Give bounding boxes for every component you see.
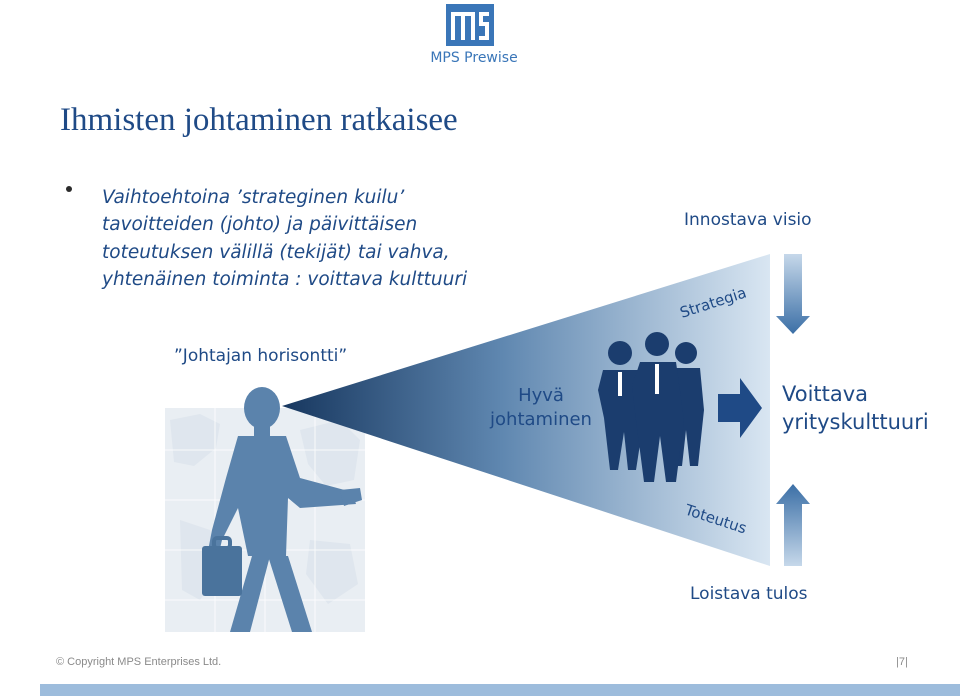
bullet-text: Vaihtoehtoina ’strateginen kuilu’ tavoit…	[102, 184, 502, 293]
winning-culture-line: yrityskulttuuri	[782, 410, 929, 434]
result-label: Loistava tulos	[690, 584, 808, 604]
up-arrow-icon	[776, 484, 810, 566]
logo-text: MPS Prewise	[430, 50, 518, 66]
bullet-line: Vaihtoehtoina ’strateginen kuilu’	[102, 187, 405, 208]
right-arrow-icon	[718, 378, 762, 438]
down-arrow-icon	[776, 254, 810, 334]
winning-culture-line: Voittava	[782, 382, 869, 406]
footer-bar	[40, 684, 960, 696]
bullet-line: toteutuksen välillä (tekijät) tai vahva,	[102, 241, 450, 263]
bullet-marker	[66, 186, 72, 192]
mps-logo-icon	[446, 4, 494, 46]
good-leadership-line: johtaminen	[490, 409, 592, 430]
good-leadership-line: Hyvä	[518, 385, 564, 406]
leader-horizon-label: ”Johtajan horisontti”	[174, 346, 348, 366]
copyright-text: © Copyright MPS Enterprises Ltd.	[56, 656, 222, 668]
winning-culture-label: Voittava yrityskulttuuri	[782, 380, 929, 436]
good-leadership-label: Hyvä johtaminen	[480, 384, 602, 432]
page-title: Ihmisten johtaminen ratkaisee	[60, 102, 458, 138]
team-silhouette-icon	[598, 332, 704, 482]
vision-label: Innostava visio	[684, 210, 812, 230]
vision-beam	[282, 254, 770, 566]
businessman-silhouette-icon	[202, 387, 362, 632]
page-number: |7|	[896, 656, 908, 668]
bullet-line: tavoitteiden (johto) ja päivittäisen	[102, 214, 418, 236]
bullet-line: yhtenäinen toiminta : voittava kulttuuri	[102, 268, 468, 290]
